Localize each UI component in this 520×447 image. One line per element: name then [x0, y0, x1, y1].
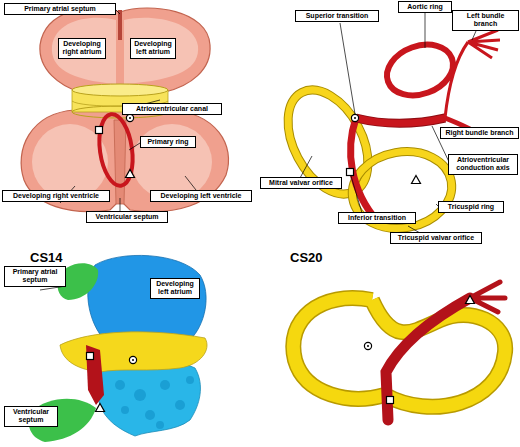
label-box: Primary ring [140, 136, 196, 148]
label-box: Tricuspid ring [438, 201, 504, 213]
label-box: Developing left atrium [130, 38, 176, 59]
atrial-cavities [52, 18, 198, 84]
label-box: Developing right atrium [58, 38, 106, 59]
left-ventricle-cavity [132, 124, 212, 200]
label-box: Left bundle branch [452, 10, 519, 31]
box-text: Right bundle branch [443, 129, 516, 137]
triangle-marker [126, 170, 135, 178]
square-marker [96, 127, 103, 134]
ventricle-trabeculae [115, 376, 194, 429]
square-marker [347, 169, 354, 176]
conduction-axis [356, 118, 445, 123]
label-box: Inferior transition [338, 212, 416, 224]
box-text: Mitral valvar orifice [263, 179, 339, 187]
box-text: Ventricular septum [89, 213, 165, 221]
triangle-marker [96, 404, 105, 412]
triangle-marker [412, 176, 421, 184]
conduction-model [386, 298, 470, 420]
label-box: Primary atrial septum [4, 266, 66, 287]
label-box: Atrioventricular conduction axis [448, 154, 518, 175]
box-text: Ventricular septum [7, 408, 55, 425]
box-text: Tricuspid ring [441, 203, 501, 211]
box-text: Tricuspid valvar orifice [393, 234, 479, 242]
box-text: Developing right ventricle [5, 192, 107, 200]
square-marker [87, 353, 94, 360]
box-text: Developing left ventricle [153, 192, 249, 200]
conduction-axis [356, 118, 445, 123]
box-text: Superior transition [298, 12, 376, 20]
av-canal-rim [72, 84, 168, 96]
circle-marker [351, 114, 358, 121]
box-text: Developing left atrium [133, 40, 173, 57]
ventricular-septum [114, 120, 126, 204]
label-box: Ventricular septum [86, 211, 168, 223]
label-box: Mitral valvar orifice [260, 177, 342, 189]
leader-lines [300, 13, 480, 233]
box-text: Atrioventricular conduction axis [451, 156, 515, 173]
leader-lines [35, 286, 66, 412]
box-text: Developing left atrium [153, 280, 197, 297]
triangle-marker [466, 296, 475, 304]
box-text: Left bundle branch [455, 12, 516, 29]
box-text: Primary ring [143, 138, 193, 146]
right-ventricle-cavity [32, 124, 108, 200]
label-box: Atrioventricular canal [122, 103, 222, 115]
box-text: Inferior transition [341, 214, 413, 222]
tricuspid-red-part [351, 118, 378, 222]
primary-ring-model [86, 345, 104, 405]
label-box: Tricuspid valvar orifice [390, 232, 482, 244]
primary-ring [95, 112, 137, 188]
primary-atrial-septum [118, 10, 122, 40]
atria [40, 8, 210, 92]
cs20-model [293, 282, 505, 420]
heart-schematic [21, 8, 228, 212]
label-box: Superior transition [295, 10, 379, 22]
left-bundle-branch [445, 30, 500, 118]
box-text: Aortic ring [401, 3, 449, 11]
stage-label: CS20 [290, 250, 323, 265]
av-canal-model [60, 332, 207, 372]
label-box: Developing left ventricle [150, 190, 252, 202]
label-box: Primary atrial septum [4, 3, 116, 15]
label-box: Aortic ring [398, 1, 452, 13]
label-box: Right bundle branch [440, 127, 519, 139]
box-text: Atrioventricular canal [125, 105, 219, 113]
box-text: Primary atrial septum [7, 5, 113, 13]
box-text: Primary atrial septum [7, 268, 63, 285]
stage-label: CS14 [30, 250, 63, 265]
circle-marker [364, 342, 371, 349]
bundle-branch-model [470, 282, 505, 312]
box-text: Developing right atrium [61, 40, 103, 57]
label-box: Developing left atrium [150, 278, 200, 299]
circle-marker [129, 356, 136, 363]
circle-marker [126, 114, 133, 121]
label-box: Developing right ventricle [2, 190, 110, 202]
label-box: Ventricular septum [4, 406, 58, 427]
square-marker [387, 397, 394, 404]
